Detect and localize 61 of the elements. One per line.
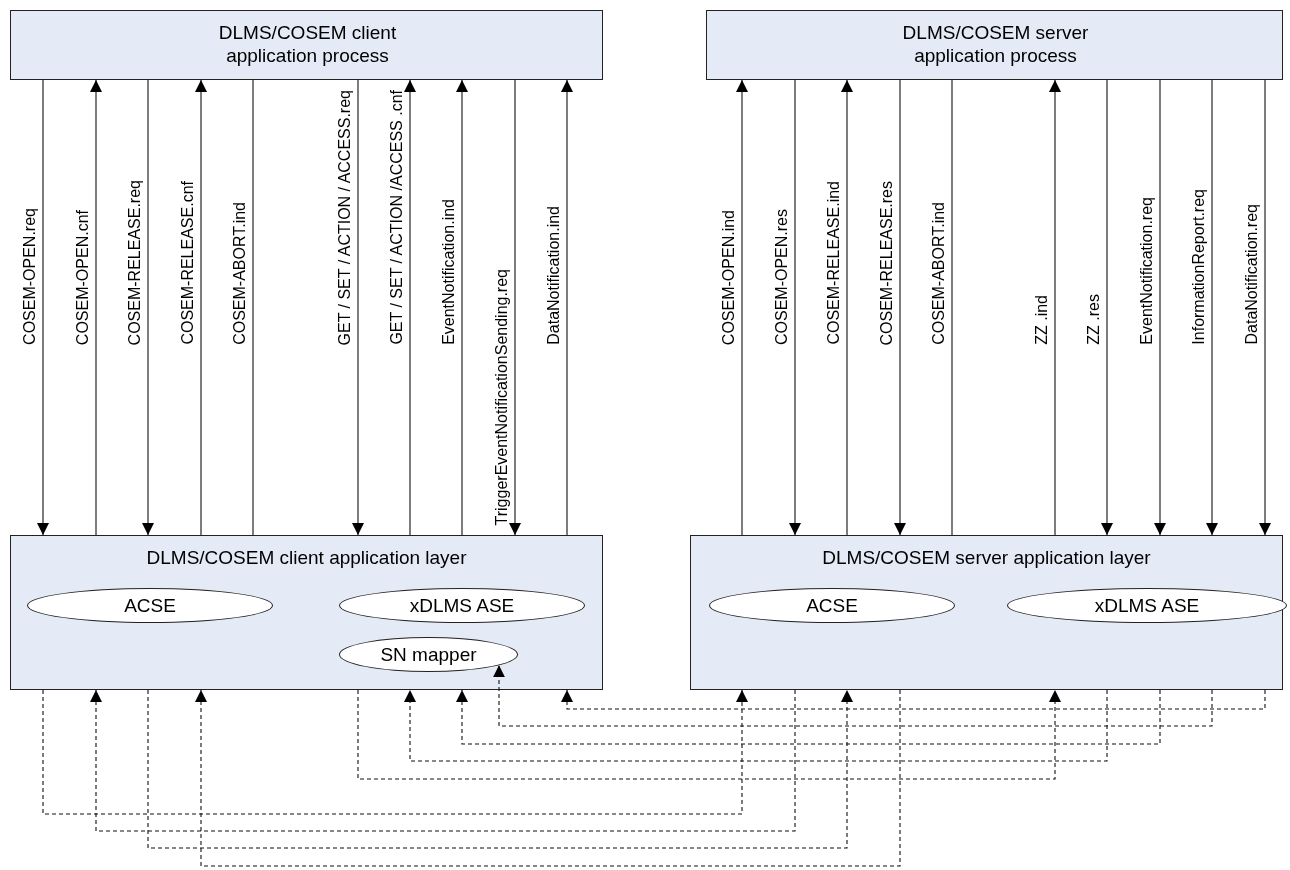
dashed-arrow [42,689,748,815]
arrow [195,79,207,536]
service-ellipse: xDLMS ASE [339,588,585,623]
edge-label: COSEM-RELEASE.ind [825,181,843,345]
dashed-arrow [404,689,1108,762]
arrow [352,79,364,536]
service-ellipse: xDLMS ASE [1007,588,1287,623]
dashed-arrow [561,689,1266,710]
box-title: DLMS/COSEM server application layer [821,546,1152,569]
edge-label: COSEM-ABORT.ind [930,202,948,345]
service-ellipse: SN mapper [339,637,518,672]
edge-label: COSEM-OPEN.req [21,208,39,345]
arrow [404,79,416,536]
arrow [1154,79,1166,536]
edge-label: InformationReport.req [1190,189,1208,345]
service-ellipse: ACSE [27,588,273,623]
edge-label: COSEM-OPEN.cnf [74,209,92,345]
process-box [706,10,1283,80]
edge-label: ZZ .ind [1033,295,1051,345]
edge-label: ZZ .res [1085,294,1103,345]
layer-box [10,535,603,690]
dashed-arrow [493,664,1213,727]
arrow [1206,79,1218,536]
arrow [509,79,521,536]
edge-label: GET / SET / ACTION / ACCESS.req [336,89,354,345]
box-title: DLMS/COSEM server application process [901,21,1090,67]
arrow [736,79,748,536]
arrow [1259,79,1271,536]
edge-label: COSEM-ABORT.ind [231,202,249,345]
arrow [1049,79,1061,536]
arrow [1101,79,1113,536]
dashed-arrow [147,689,853,849]
edge-label: DataNotification.req [1243,204,1261,345]
edge-label: GET / SET / ACTION /ACCESS .cnf [388,90,406,345]
edge-label: COSEM-OPEN.res [773,209,791,345]
arrow [90,79,102,536]
arrow [894,79,906,536]
box-title: DLMS/COSEM client application process [217,21,398,67]
process-box [10,10,603,80]
edge-label: COSEM-RELEASE.cnf [179,181,197,345]
edge-label: EventNotification.ind [440,199,458,345]
edge-label: EventNotification.req [1138,197,1156,345]
dashed-arrow [357,689,1061,780]
arrow [37,79,49,536]
edge-label: COSEM-RELEASE.res [878,180,896,345]
edge-label: TriggerEventNotificationSending.req [493,268,511,525]
dashed-arrow [90,689,796,832]
box-title: DLMS/COSEM client application layer [145,546,468,569]
edge-label: COSEM-OPEN.ind [720,209,738,345]
connector-line [951,79,953,536]
edge-label: DataNotification.ind [545,206,563,345]
arrow [789,79,801,536]
arrow [456,79,468,536]
arrow [142,79,154,536]
dashed-arrow [456,689,1161,745]
arrow [561,79,573,536]
connector-line [252,79,254,536]
dashed-arrow [195,689,901,867]
edge-label: COSEM-RELEASE.req [126,179,144,345]
arrow [841,79,853,536]
service-ellipse: ACSE [709,588,955,623]
